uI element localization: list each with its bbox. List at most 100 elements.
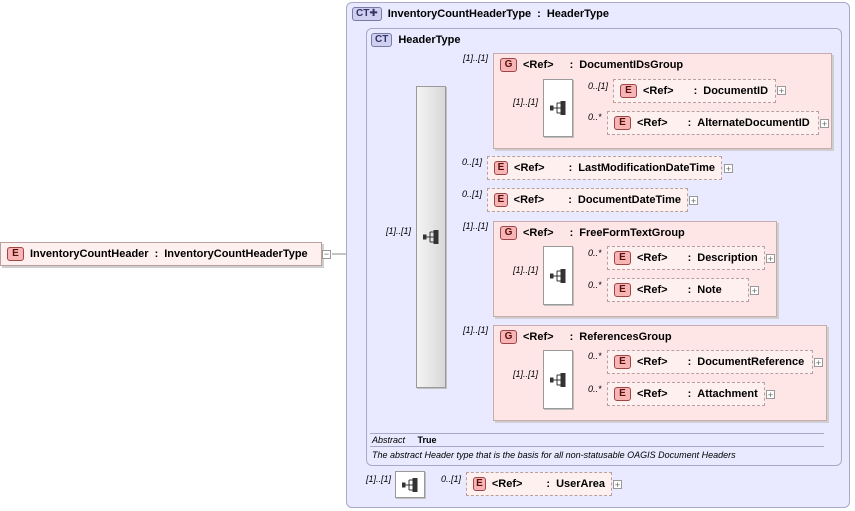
complex-type-name: InventoryCountHeaderType [387,8,532,20]
cardinality-label: [1]..[1] [463,325,489,335]
type-separator: : [687,356,692,368]
plus-icon[interactable]: + [613,480,622,490]
plus-icon[interactable]: + [750,286,759,296]
group-title: G <Ref> : FreeFormTextGroup [500,226,685,240]
plus-icon[interactable]: + [766,254,775,264]
element-badge: E [614,251,631,265]
element-badge: E [620,84,637,98]
sequence-icon [550,373,566,387]
type-separator: : [568,194,572,206]
element-name: AlternateDocumentID [697,117,810,129]
ref-label: <Ref> [637,252,668,264]
element-badge: E [614,355,631,369]
element-document-date-time[interactable]: E <Ref> : DocumentDateTime [487,188,688,212]
base-type-name: HeaderType [546,8,609,20]
cardinality-label: [1]..[1] [366,474,392,484]
ref-label: <Ref> [637,284,668,296]
element-badge: E [614,116,631,130]
cardinality-label: [1]..[1] [513,369,539,379]
element-badge: E [494,193,508,207]
group-name: ReferencesGroup [579,331,672,343]
element-attachment[interactable]: E <Ref> : Attachment [607,382,765,406]
type-separator: : [537,8,541,20]
type-separator: : [154,248,159,260]
element-last-modification-date-time[interactable]: E <Ref> : LastModificationDateTime [487,156,722,180]
element-badge: E [7,247,24,261]
group-sequence[interactable] [543,246,573,305]
cardinality-label: 0..* [588,351,602,361]
cardinality-label: 0..[1] [462,189,483,199]
root-element-type: InventoryCountHeaderType [164,248,308,260]
complex-type-inner-title: CT HeaderType [371,33,461,47]
type-separator: : [569,331,574,343]
type-separator: : [693,85,698,97]
element-document-reference[interactable]: E <Ref> : DocumentReference [607,350,813,374]
group-name: DocumentIDsGroup [579,59,684,71]
type-separator: : [569,227,574,239]
cardinality-label: 0..* [588,280,602,290]
group-title: G <Ref> : DocumentIDsGroup [500,58,683,72]
element-badge: E [614,387,631,401]
element-document-id[interactable]: E <Ref> : DocumentID [613,79,776,103]
element-name: DocumentDateTime [577,194,681,206]
type-separator: : [687,252,692,264]
element-name: DocumentID [703,85,769,97]
group-badge: G [500,58,517,72]
element-badge: E [494,161,509,175]
element-name: Note [697,284,722,296]
cardinality-label: [1]..[1] [463,53,489,63]
element-name: DocumentReference [697,356,805,368]
type-separator: : [687,117,692,129]
type-separator: : [687,388,692,400]
cardinality-label: 0..* [588,112,602,122]
element-name: Description [697,252,758,264]
type-separator: : [569,59,574,71]
ref-label: <Ref> [637,356,668,368]
plus-icon[interactable]: + [814,358,823,368]
type-separator: : [568,162,573,174]
ref-label: <Ref> [523,59,554,71]
ref-label: <Ref> [514,162,545,174]
type-separator: : [687,284,692,296]
group-badge: G [500,330,517,344]
documentation-text: The abstract Header type that is the bas… [372,450,736,460]
ref-label: <Ref> [513,194,545,206]
cardinality-label: 0..[1] [588,81,609,91]
element-name: UserArea [556,478,605,490]
ref-label: <Ref> [637,117,668,129]
element-user-area[interactable]: E <Ref> : UserArea [466,472,612,496]
element-note[interactable]: E <Ref> : Note [607,278,749,302]
ref-label: <Ref> [491,478,523,490]
type-separator: : [546,478,551,490]
sequence-icon [402,478,418,492]
plus-icon[interactable]: + [766,390,775,400]
abstract-label: Abstract [372,435,406,445]
element-badge: E [614,283,631,297]
group-name: FreeFormTextGroup [579,227,685,239]
complex-type-badge: CT✚ [352,7,382,21]
sequence-icon [550,269,566,283]
sequence-icon [550,101,566,115]
group-title: G <Ref> : ReferencesGroup [500,330,672,344]
ref-label: <Ref> [643,85,674,97]
element-description[interactable]: E <Ref> : Description [607,246,765,270]
plus-icon[interactable]: + [724,164,733,174]
cardinality-label: [1]..[1] [513,97,539,107]
ref-label: <Ref> [523,331,554,343]
cardinality-label: 0..* [588,248,602,258]
element-name: Attachment [697,388,758,400]
cardinality-label: 0..[1] [441,474,462,484]
element-alternate-document-id[interactable]: E <Ref> : AlternateDocumentID [607,111,819,135]
collapse-icon[interactable]: − [322,249,331,259]
plus-icon[interactable]: + [777,86,786,96]
ref-label: <Ref> [637,388,668,400]
cardinality-label: [1]..[1] [386,226,412,236]
cardinality-label: [1]..[1] [513,265,539,275]
root-element-name: InventoryCountHeader [30,248,149,260]
plus-icon[interactable]: + [820,119,829,129]
element-badge: E [473,477,486,491]
abstract-row: Abstract True [370,433,824,447]
plus-icon[interactable]: + [689,196,698,206]
root-element[interactable]: E InventoryCountHeader : InventoryCountH… [0,242,322,266]
ref-label: <Ref> [523,227,554,239]
